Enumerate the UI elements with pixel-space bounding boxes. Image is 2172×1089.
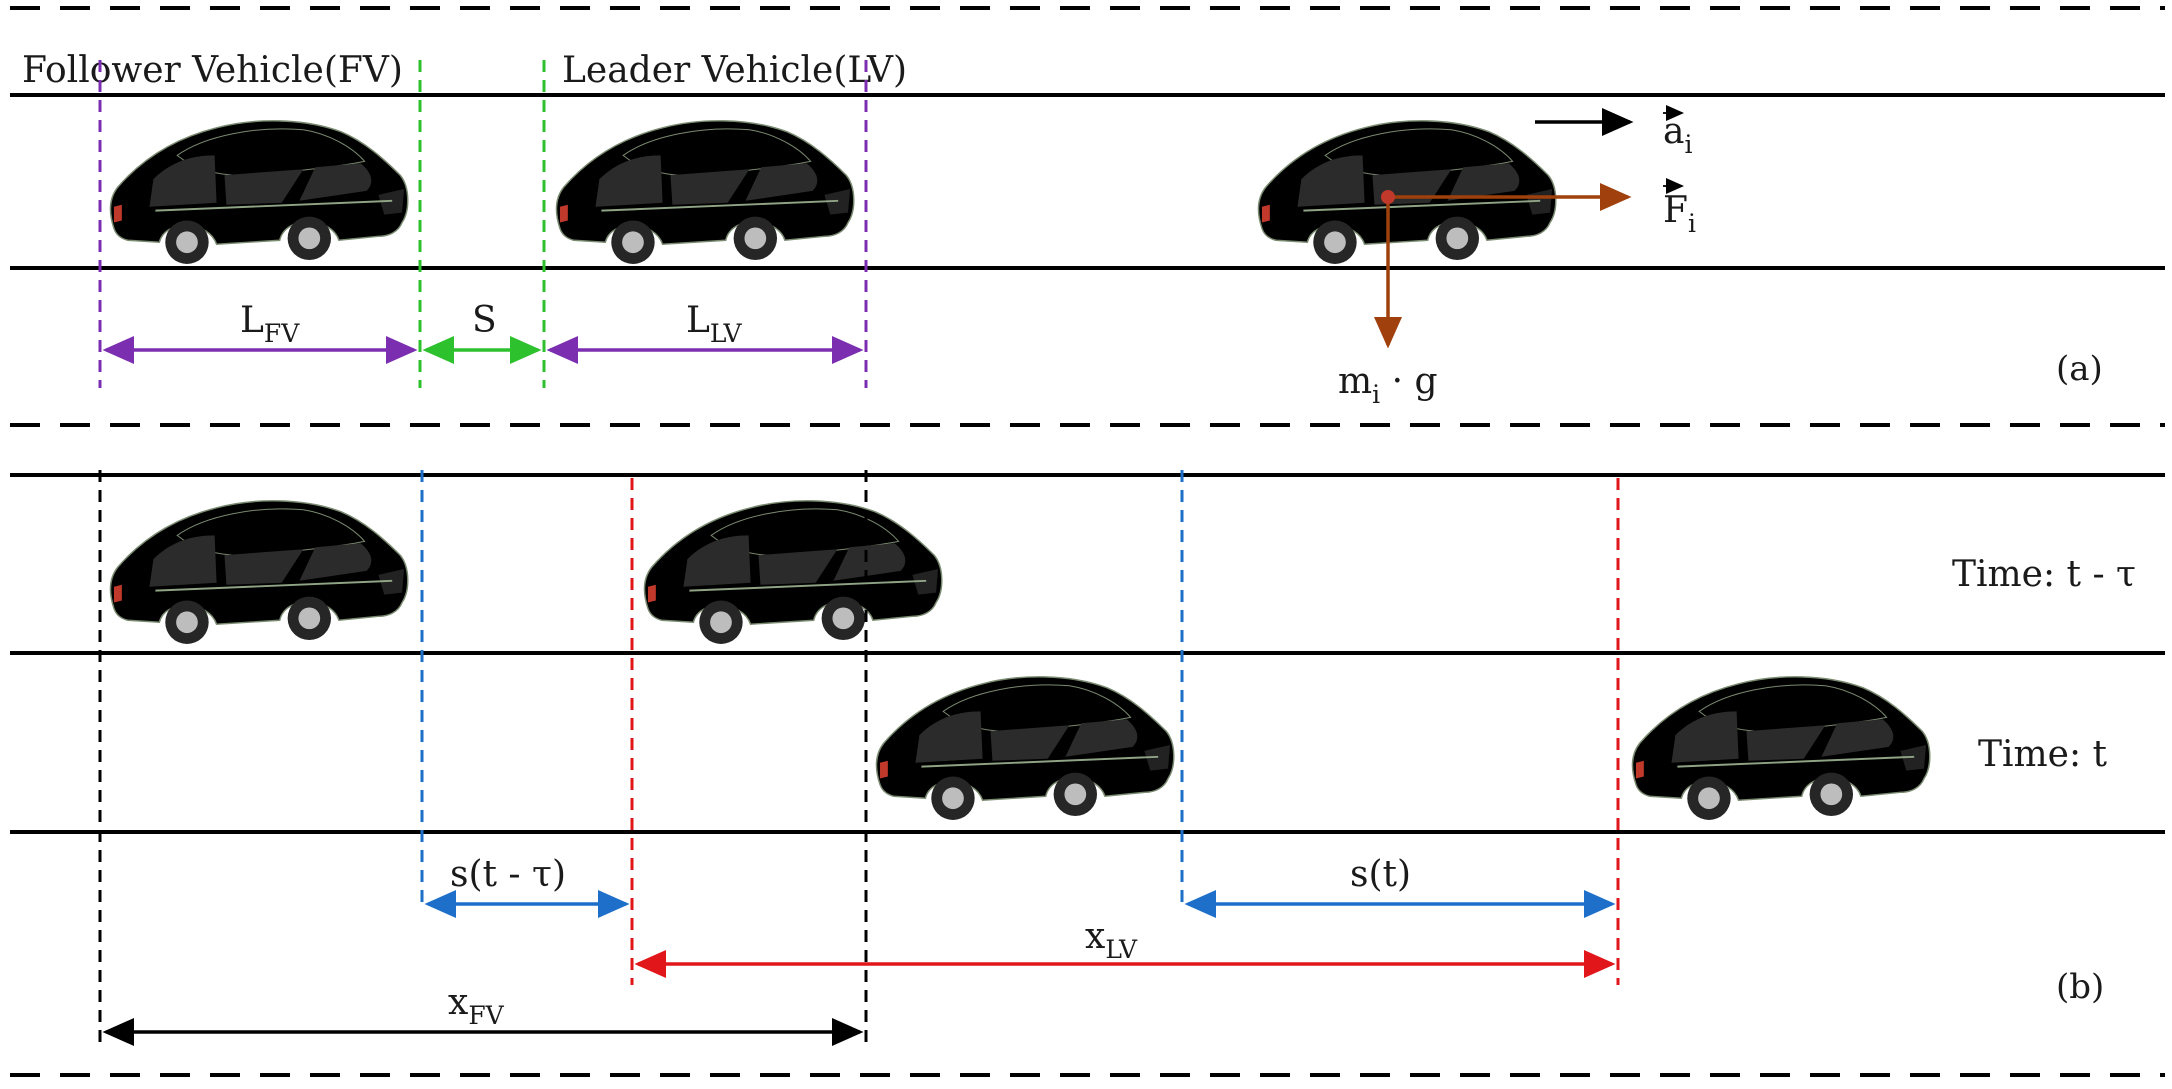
follower-car-now — [875, 675, 1175, 821]
gap-prev-label: s(t - τ) — [450, 854, 566, 895]
weight-label: mi · g — [1338, 361, 1438, 409]
svg-text:ai: ai — [1663, 111, 1692, 159]
force-label: Fi — [1663, 178, 1696, 238]
acceleration-label: ai — [1663, 105, 1692, 159]
leader-vehicle-label: Leader Vehicle(LV) — [562, 50, 907, 91]
follower-car-prev — [109, 499, 409, 645]
svg-text:Fi: Fi — [1663, 190, 1696, 238]
time-now-label: Time: t — [1978, 734, 2108, 775]
gap-s-label: S — [472, 300, 497, 341]
panel-b-label: (b) — [2056, 967, 2104, 1007]
time-prev-label: Time: t - τ — [1952, 554, 2136, 595]
x-fv-label: xFV — [448, 982, 505, 1030]
follower-vehicle-label: Follower Vehicle(FV) — [22, 50, 403, 91]
leader-car-now — [1631, 675, 1931, 821]
center-of-mass-dot — [1381, 190, 1395, 204]
panel-a-label: (a) — [2056, 349, 2103, 389]
force-car-a — [1257, 119, 1557, 265]
gap-now-label: s(t) — [1350, 854, 1411, 895]
follower-car-a — [109, 119, 409, 265]
l-fv-label: LFV — [240, 300, 300, 348]
leader-car-prev — [643, 499, 943, 645]
l-lv-label: LLV — [686, 300, 743, 348]
leader-car-a — [555, 119, 855, 265]
x-lv-label: xLV — [1085, 916, 1138, 964]
